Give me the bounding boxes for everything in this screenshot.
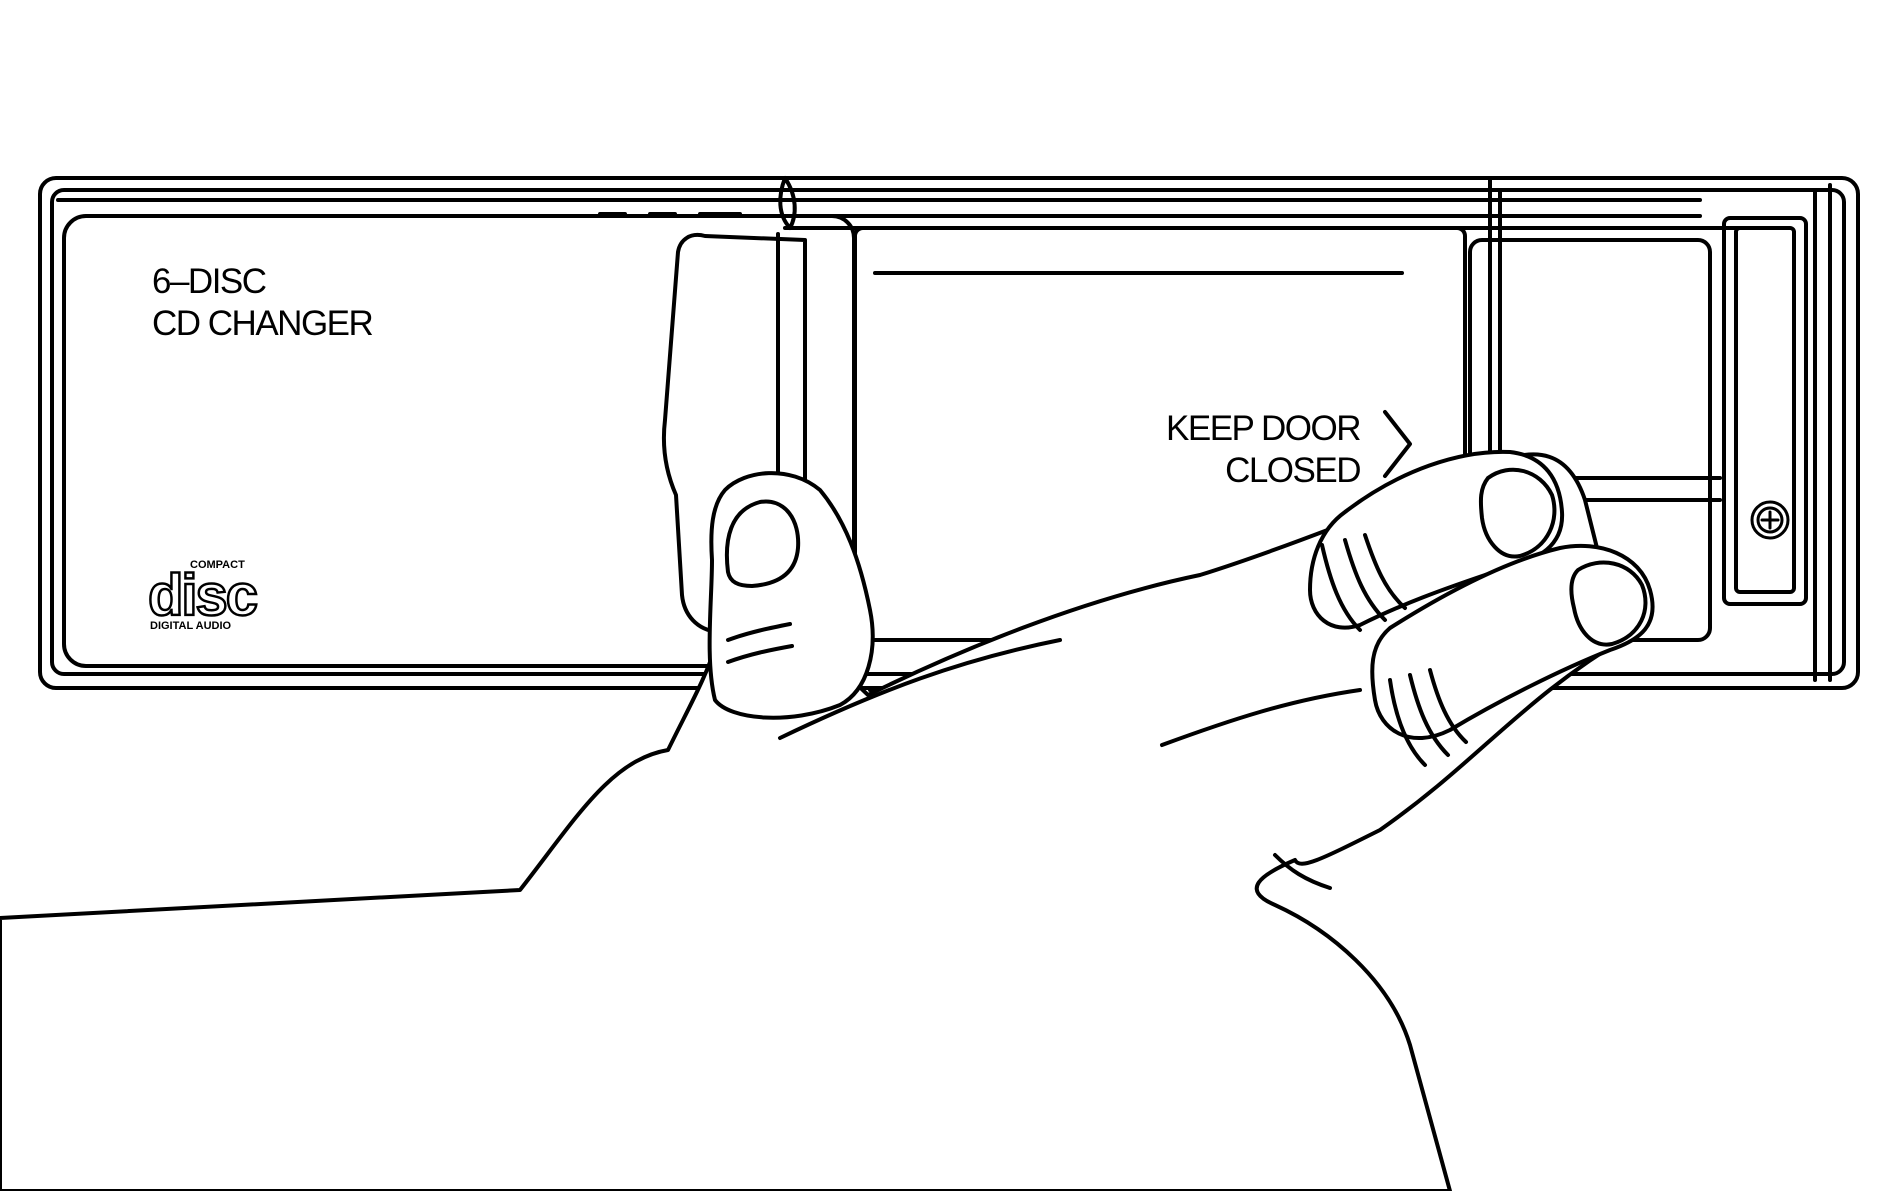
logo-top-text: COMPACT	[190, 559, 245, 571]
logo-bottom-text: DIGITAL AUDIO	[150, 620, 232, 632]
index-knuckle-creases	[1320, 533, 1407, 632]
eject-bay-inner	[1734, 226, 1796, 594]
model-label-line2: CD CHANGER	[152, 304, 373, 343]
index-fingernail	[1478, 467, 1557, 559]
palm-line	[778, 638, 1062, 740]
middle-fingernail	[1569, 560, 1648, 647]
door-seam	[778, 176, 797, 230]
thumb-knuckle-creases	[726, 622, 794, 664]
end-cap	[1813, 183, 1832, 682]
warning-label-line2: CLOSED	[1225, 451, 1360, 490]
thumb-nail	[724, 499, 801, 588]
finger-middle	[1370, 543, 1655, 741]
logo-main-text: disc	[148, 563, 257, 628]
middle-knuckle-creases	[1388, 668, 1468, 767]
wrist-crease	[1273, 853, 1332, 890]
model-label-line1: 6–DISC	[152, 262, 266, 301]
eject-bay	[1722, 216, 1808, 606]
hand	[0, 449, 1655, 1191]
compact-disc-logo: COMPACT disc DIGITAL AUDIO	[147, 559, 260, 632]
thumb	[707, 471, 875, 720]
palm-line-2	[1160, 688, 1362, 747]
warning-label-line1: KEEP DOOR	[1166, 409, 1360, 448]
screw-icon	[1750, 500, 1790, 540]
chevron-right-icon	[1383, 410, 1412, 478]
